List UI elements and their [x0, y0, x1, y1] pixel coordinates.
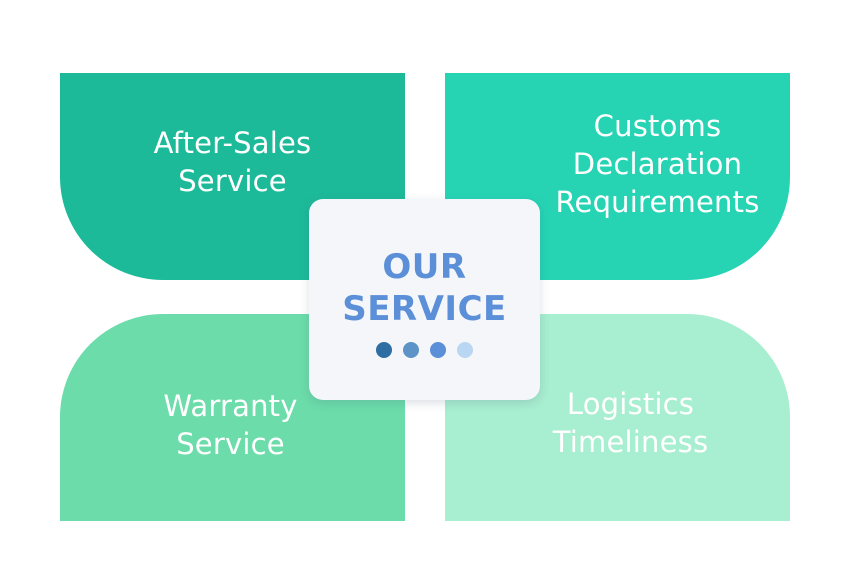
- quadrant-label-after-sales: After-Sales Service: [153, 125, 312, 198]
- quadrant-after-sales: After-Sales Service: [60, 73, 405, 280]
- center-card: OUR SERVICE: [309, 199, 540, 400]
- dot-1: [376, 341, 392, 358]
- quadrant-label-logistics: Logistics Timeliness: [552, 386, 709, 459]
- dot-3: [430, 341, 446, 358]
- quadrant-label-warranty: Warranty Service: [163, 388, 298, 461]
- quadrant-label-customs-declaration: Customs Declaration Requirements: [555, 108, 760, 219]
- dot-2: [403, 341, 419, 358]
- center-title: OUR SERVICE: [342, 246, 507, 329]
- dot-indicator: [376, 341, 473, 358]
- dot-4: [457, 341, 473, 358]
